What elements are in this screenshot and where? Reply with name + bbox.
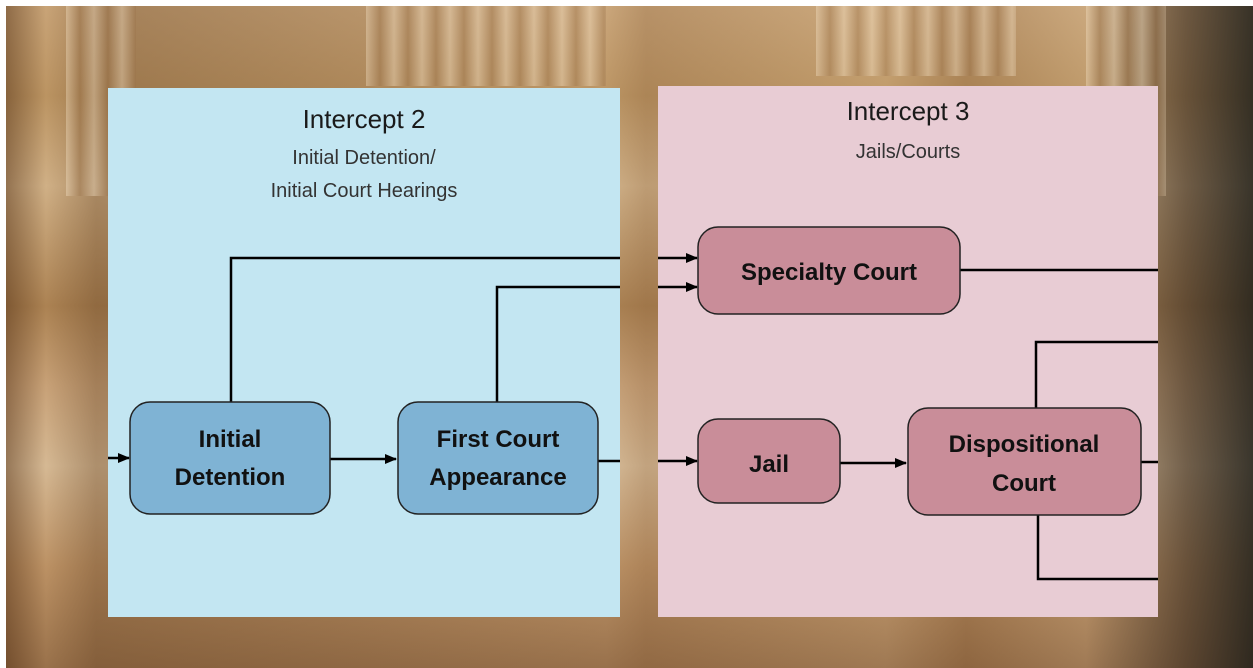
dispositional-lower-exit-line [1036, 515, 1158, 581]
intercept-3-panel: Intercept 3 Jails/Courts [658, 86, 1158, 617]
first-court-appearance-label-line2: Appearance [429, 464, 566, 491]
intercept-2-subtitle-line2: Initial Court Hearings [270, 180, 458, 202]
specialty-court-label: Specialty Court [741, 259, 917, 286]
first-court-appearance-node: First Court Appearance [397, 401, 599, 515]
first-court-appearance-label-line1: First Court [437, 426, 560, 453]
intercept-3-title: Intercept 3 [846, 96, 970, 126]
dispositional-court-node: Dispositional Court [907, 407, 1142, 516]
intercept-2-panel: Intercept 2 Initial Detention/ Initial C… [108, 88, 620, 617]
initial-detention-node: Initial Detention [129, 401, 331, 515]
appearance-to-specialty-line [495, 285, 620, 402]
initial-detention-label-line2: Detention [175, 464, 286, 491]
intercept-3-subtitle: Jails/Courts [855, 141, 961, 163]
dispositional-court-label-line1: Dispositional [949, 431, 1100, 458]
column-decoration [816, 6, 1016, 76]
column-decoration [366, 6, 606, 86]
specialty-court-node: Specialty Court [697, 226, 961, 315]
dispositional-court-label-line2: Court [992, 470, 1056, 497]
detention-to-specialty-line [229, 256, 620, 402]
jail-label: Jail [749, 451, 789, 478]
intercept-2-title: Intercept 2 [302, 104, 426, 134]
initial-detention-label-line1: Initial [199, 426, 262, 453]
dispositional-upper-exit-line [1034, 340, 1158, 408]
intercept-2-subtitle-line1: Initial Detention/ [292, 147, 436, 169]
jail-node: Jail [697, 418, 841, 504]
